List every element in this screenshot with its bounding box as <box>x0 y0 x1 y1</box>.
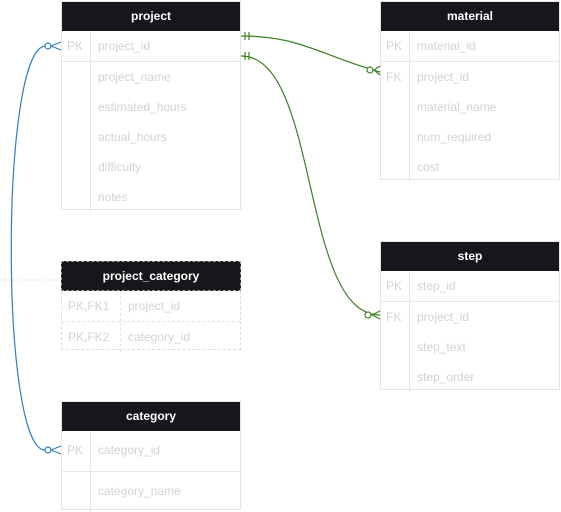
column-name: notes <box>98 190 128 204</box>
column-name: step_id <box>417 279 456 293</box>
column-name: estimated_hours <box>98 100 187 114</box>
zero-many-marker <box>366 65 381 76</box>
entity-category-title: category <box>62 402 240 431</box>
table-row[interactable]: project_name <box>62 62 240 92</box>
relationship-project-material <box>240 35 381 73</box>
key-label <box>62 152 91 182</box>
key-label: FK <box>381 62 410 92</box>
column-name: category_id <box>98 443 161 457</box>
entity-project-category-title: project_category <box>61 261 241 291</box>
key-label <box>381 362 410 392</box>
table-row[interactable]: FK project_id <box>381 302 559 332</box>
key-label: PK <box>381 31 410 61</box>
relationship-project-step <box>240 55 381 316</box>
column-name: material_id <box>417 39 476 53</box>
entity-project-title: project <box>62 2 240 31</box>
table-row[interactable]: material_name <box>381 92 559 122</box>
table-row[interactable]: estimated_hours <box>62 92 240 122</box>
entity-project[interactable]: project PK project_id project_name estim… <box>61 1 241 212</box>
column-name: category_name <box>98 484 181 498</box>
one-mandatory-marker <box>244 52 250 60</box>
table-row[interactable]: PK project_id <box>62 31 240 62</box>
key-label: PK,FK2 <box>62 322 121 352</box>
key-label: PK,FK1 <box>62 291 121 321</box>
table-row[interactable]: actual_hours <box>62 122 240 152</box>
column-name: project_id <box>128 299 181 313</box>
column-name: material_name <box>417 100 497 114</box>
column-name: cost <box>417 160 440 174</box>
column-name: project_id <box>417 310 470 324</box>
column-name: step_order <box>417 370 475 384</box>
key-label <box>62 182 91 212</box>
table-row[interactable]: category_name <box>62 472 240 512</box>
entity-category[interactable]: category PK category_id category_name <box>61 401 241 512</box>
key-label <box>62 92 91 122</box>
key-label <box>62 122 91 152</box>
table-row[interactable]: num_required <box>381 122 559 152</box>
key-label: PK <box>62 431 91 471</box>
table-row[interactable]: PK category_id <box>62 431 240 472</box>
column-name: project_name <box>98 70 171 84</box>
key-label: PK <box>62 31 91 61</box>
table-row[interactable]: PK,FK2 category_id <box>62 322 240 352</box>
table-row[interactable]: cost <box>381 152 559 182</box>
entity-step-title: step <box>381 242 559 271</box>
table-row[interactable]: step_order <box>381 362 559 392</box>
column-name: actual_hours <box>98 130 167 144</box>
key-label: FK <box>381 302 410 332</box>
key-label <box>381 332 410 362</box>
table-row[interactable]: PK step_id <box>381 271 559 302</box>
key-label <box>381 92 410 122</box>
table-row[interactable]: notes <box>62 182 240 212</box>
column-name: difficulty <box>98 160 142 174</box>
table-row[interactable]: step_text <box>381 332 559 362</box>
column-name: category_id <box>128 330 191 344</box>
column-name: project_id <box>98 39 151 53</box>
zero-many-marker <box>44 445 62 455</box>
column-name: num_required <box>417 130 492 144</box>
entity-project-category[interactable]: project_category PK,FK1 project_id PK,FK… <box>61 261 241 352</box>
relationship-project-category <box>10 45 46 451</box>
table-row[interactable]: difficulty <box>62 152 240 182</box>
entity-material[interactable]: material PK material_id FK project_id ma… <box>380 1 560 182</box>
key-label <box>62 472 91 512</box>
table-row[interactable]: PK,FK1 project_id <box>62 291 240 322</box>
entity-material-title: material <box>381 2 559 31</box>
key-label <box>381 152 410 182</box>
key-label <box>381 122 410 152</box>
zero-many-marker <box>44 41 62 51</box>
key-label: PK <box>381 271 410 301</box>
one-mandatory-marker <box>244 32 250 40</box>
key-label <box>62 62 91 92</box>
entity-step[interactable]: step PK step_id FK project_id step_text … <box>380 241 560 392</box>
table-row[interactable]: FK project_id <box>381 62 559 92</box>
zero-many-marker <box>364 310 381 320</box>
table-row[interactable]: PK material_id <box>381 31 559 62</box>
column-name: step_text <box>417 340 466 354</box>
column-name: project_id <box>417 70 470 84</box>
